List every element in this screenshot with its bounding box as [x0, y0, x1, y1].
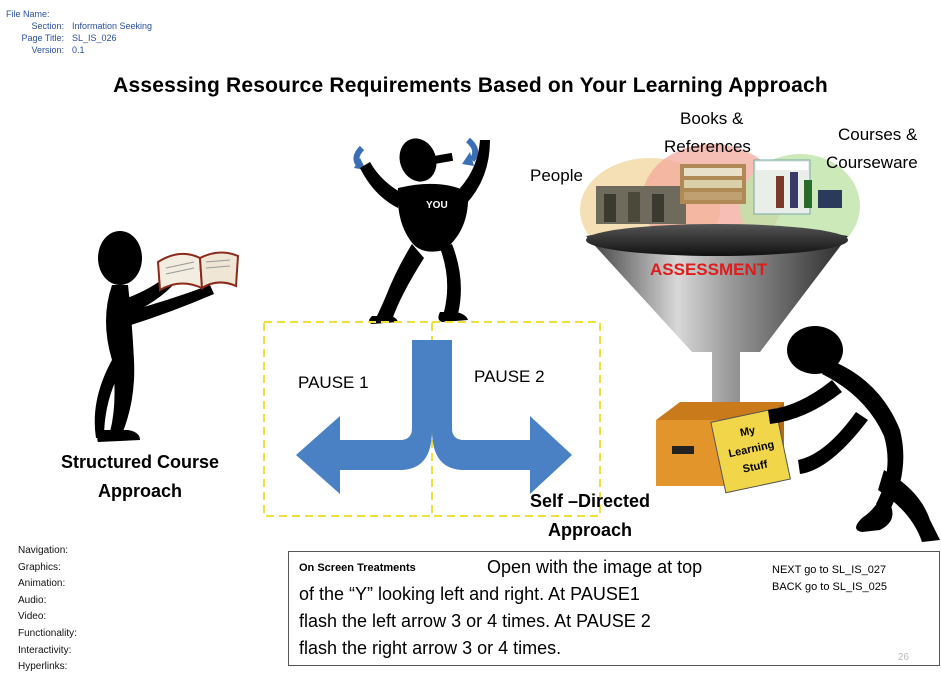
video-label: Video:	[18, 611, 47, 623]
on-screen-treatments-panel: On Screen Treatments Open with the image…	[288, 551, 940, 666]
pause1-panel	[263, 321, 433, 517]
back-instruction: BACK go to SL_IS_025	[772, 581, 887, 593]
hyperlinks-label: Hyperlinks:	[18, 661, 68, 673]
structured-caption-line1: Structured Course	[60, 452, 220, 472]
right-arrow[interactable]	[432, 340, 572, 494]
treatments-line2: of the “Y” looking left and right. At PA…	[299, 584, 640, 604]
treatments-line3: flash the left arrow 3 or 4 times. At PA…	[299, 611, 651, 631]
treatment-property-list: Navigation: Graphics: Animation: Audio: …	[18, 543, 77, 676]
courses-label-line2: Courseware	[826, 153, 918, 172]
people-label: People	[530, 166, 583, 185]
version-label: Version:	[31, 45, 64, 55]
self-directed-caption-line1: Self –Directed	[529, 491, 651, 511]
treatments-text: Open with the image at top of the “Y” lo…	[299, 554, 769, 662]
left-arrow[interactable]	[296, 340, 432, 494]
graphics-label: Graphics:	[18, 561, 61, 573]
page-title-value: SL_IS_026	[72, 33, 117, 43]
open-book	[156, 251, 240, 292]
assessment-label: ASSESSMENT	[650, 260, 768, 279]
self-directed-caption: Self –Directed Approach	[502, 487, 678, 545]
treatments-line1: Open with the image at top	[487, 557, 703, 577]
section-label: Section:	[31, 21, 64, 31]
version-value: 0.1	[72, 45, 85, 55]
box-label-line3: Stuff	[742, 459, 769, 476]
navigation-label: Navigation:	[18, 545, 69, 556]
reader-figure	[94, 231, 240, 442]
page-number: 26	[897, 652, 909, 663]
section-value: Information Seeking	[72, 21, 153, 31]
animation-label: Animation:	[18, 578, 66, 590]
treatments-heading: On Screen Treatments	[299, 562, 416, 574]
page-title-label: Page Title:	[21, 33, 64, 43]
file-name-label: File Name:	[6, 9, 50, 19]
functionality-label: Functionality:	[18, 627, 77, 639]
learning-stuff-box: My Learning Stuff	[656, 402, 792, 494]
structured-course-caption: Structured Course Approach	[40, 448, 240, 506]
next-instruction: NEXT go to SL_IS_027	[772, 564, 887, 576]
slide-title: Assessing Resource Requirements Based on…	[113, 74, 828, 97]
interactivity-label: Interactivity:	[18, 644, 72, 656]
leaning-figure	[768, 326, 940, 542]
books-label-line2: References	[664, 137, 751, 156]
you-label: YOU	[426, 200, 448, 211]
books-label-line1: Books &	[680, 109, 744, 128]
box-label-line1: My	[739, 424, 757, 439]
self-directed-caption-line2: Approach	[547, 520, 632, 540]
file-metadata: File Name: Section: Information Seeking P…	[6, 8, 152, 56]
you-figure: YOU	[353, 137, 490, 324]
pause2-label: PAUSE 2	[474, 367, 545, 386]
courses-label-line1: Courses &	[838, 125, 918, 144]
structured-caption-line2: Approach	[97, 481, 182, 501]
navigation-instructions: NEXT go to SL_IS_027 BACK go to SL_IS_02…	[772, 562, 887, 596]
treatments-line4: flash the right arrow 3 or 4 times.	[299, 638, 562, 658]
audio-label: Audio:	[18, 594, 47, 606]
pause1-label: PAUSE 1	[298, 373, 369, 392]
assessment-funnel: ASSESSMENT	[586, 224, 848, 406]
